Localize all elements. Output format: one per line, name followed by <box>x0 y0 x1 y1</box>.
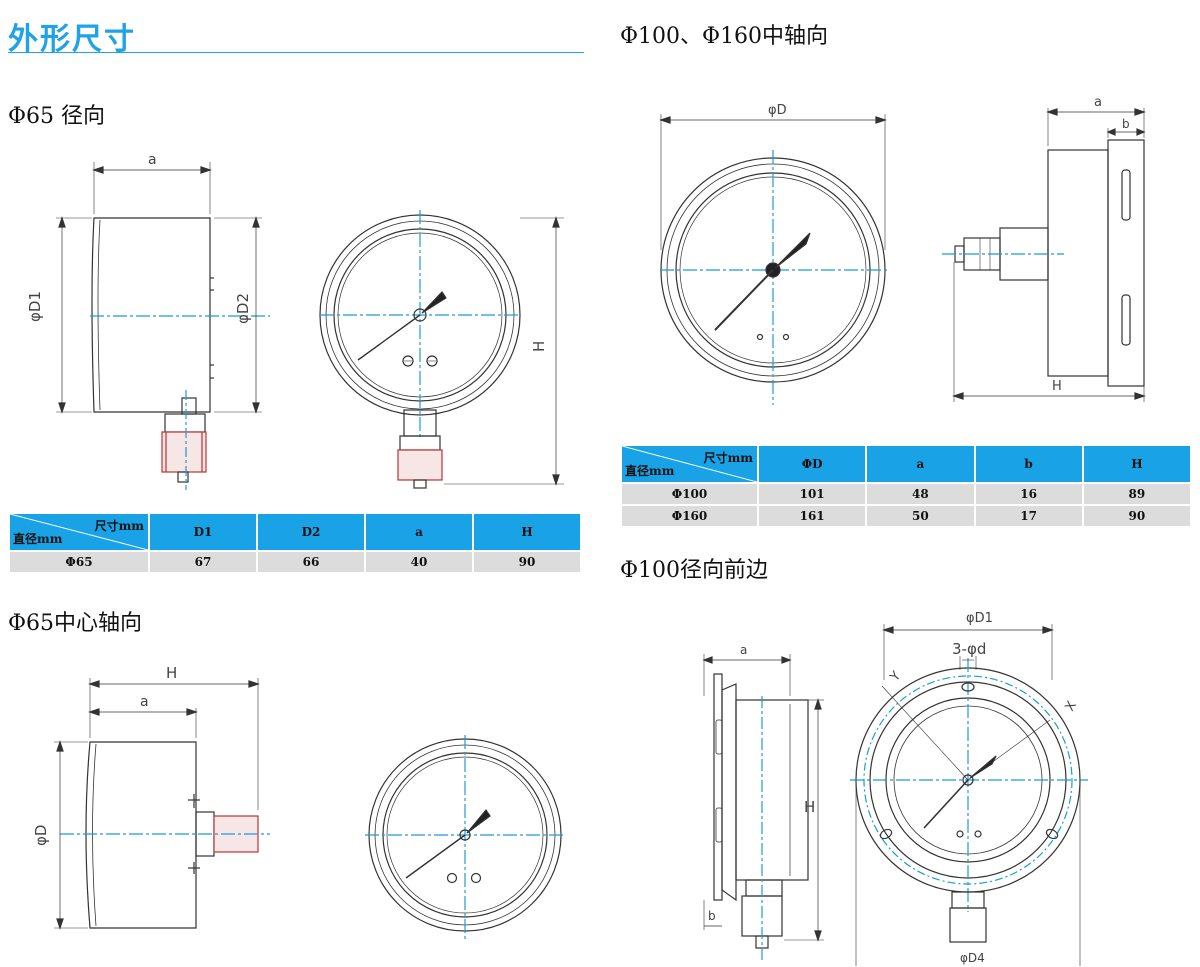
table-cell: 161 <box>756 504 868 528</box>
dim-label-a: a <box>148 152 157 168</box>
title-underline <box>8 52 584 53</box>
table-cell: 90 <box>472 550 582 574</box>
table-radial-65: 尺寸mm 直径mm D1 D2 a H Φ65 67 66 40 90 <box>8 512 582 574</box>
dim-label-x: X <box>1062 699 1079 714</box>
column-header: a <box>364 512 474 552</box>
dim-label-d: φD <box>768 103 787 118</box>
corner-label-dimension: 尺寸mm <box>703 451 753 465</box>
drawing-radial-front-100: a H b φD1 3-φd Y X φD4 <box>620 600 1200 967</box>
table-cell: 90 <box>1081 504 1193 528</box>
dim-label-d1: φD1 <box>966 611 993 626</box>
drawing-axial-100-160: φD a b H <box>620 90 1200 410</box>
corner-label-dimension: 尺寸mm <box>94 519 144 533</box>
dim-label-h: H <box>166 664 177 682</box>
dim-label-a: a <box>740 643 747 657</box>
table-cell: Φ160 <box>620 504 759 528</box>
column-header: H <box>1081 444 1193 484</box>
table-cell: 50 <box>865 504 976 528</box>
column-header: D1 <box>148 512 258 552</box>
dim-label-a: a <box>1094 95 1102 110</box>
table-cell: Φ65 <box>8 550 150 574</box>
corner-label-diameter: 直径mm <box>13 532 63 546</box>
heading-radial-front-100: Φ100径向前边 <box>620 558 769 583</box>
table-row: Φ100 101 48 16 89 <box>620 482 1193 506</box>
column-header: D2 <box>256 512 366 552</box>
table-axial-100-160: 尺寸mm 直径mm ΦD a b H Φ100 101 48 16 89 Φ16… <box>620 444 1193 528</box>
table-row: Φ65 67 66 40 90 <box>8 550 582 574</box>
table-cell: 101 <box>756 482 868 506</box>
page-title: 外形尺寸 <box>8 22 136 57</box>
table-cell: 17 <box>973 504 1084 528</box>
table-corner-cell: 尺寸mm 直径mm <box>620 444 759 484</box>
dim-label-h: H <box>530 341 548 352</box>
table-row: Φ160 161 50 17 90 <box>620 504 1193 528</box>
column-header: b <box>973 444 1084 484</box>
dim-label-b: b <box>1122 117 1130 131</box>
drawing-radial-65: a φD1 φD2 H <box>0 140 590 500</box>
dim-label-d4: φD4 <box>960 951 985 965</box>
dim-label-d1: φD1 <box>26 291 44 322</box>
dim-label-y: Y <box>887 669 904 686</box>
heading-radial-65: Φ65 径向 <box>8 104 106 129</box>
dim-label-b: b <box>708 909 716 923</box>
dim-label-h: H <box>804 798 815 816</box>
dim-label-h: H <box>1052 379 1062 394</box>
dim-label-d2: φD2 <box>234 293 252 324</box>
table-cell: 66 <box>256 550 366 574</box>
table-cell: 16 <box>973 482 1084 506</box>
drawing-center-axial-65: H a φD <box>0 650 590 967</box>
column-header: H <box>472 512 582 552</box>
table-cell: Φ100 <box>620 482 759 506</box>
heading-center-axial-65: Φ65中心轴向 <box>8 611 143 636</box>
dim-label-holes: 3-φd <box>952 640 986 658</box>
heading-axial-100-160: Φ100、Φ160中轴向 <box>620 24 829 49</box>
column-header: a <box>865 444 976 484</box>
table-cell: 67 <box>148 550 258 574</box>
column-header: ΦD <box>756 444 868 484</box>
table-cell: 48 <box>865 482 976 506</box>
dim-label-d: φD <box>32 825 50 846</box>
corner-label-diameter: 直径mm <box>625 464 675 478</box>
dim-label-a: a <box>140 694 149 710</box>
table-cell: 40 <box>364 550 474 574</box>
table-corner-cell: 尺寸mm 直径mm <box>8 512 150 552</box>
table-cell: 89 <box>1081 482 1193 506</box>
